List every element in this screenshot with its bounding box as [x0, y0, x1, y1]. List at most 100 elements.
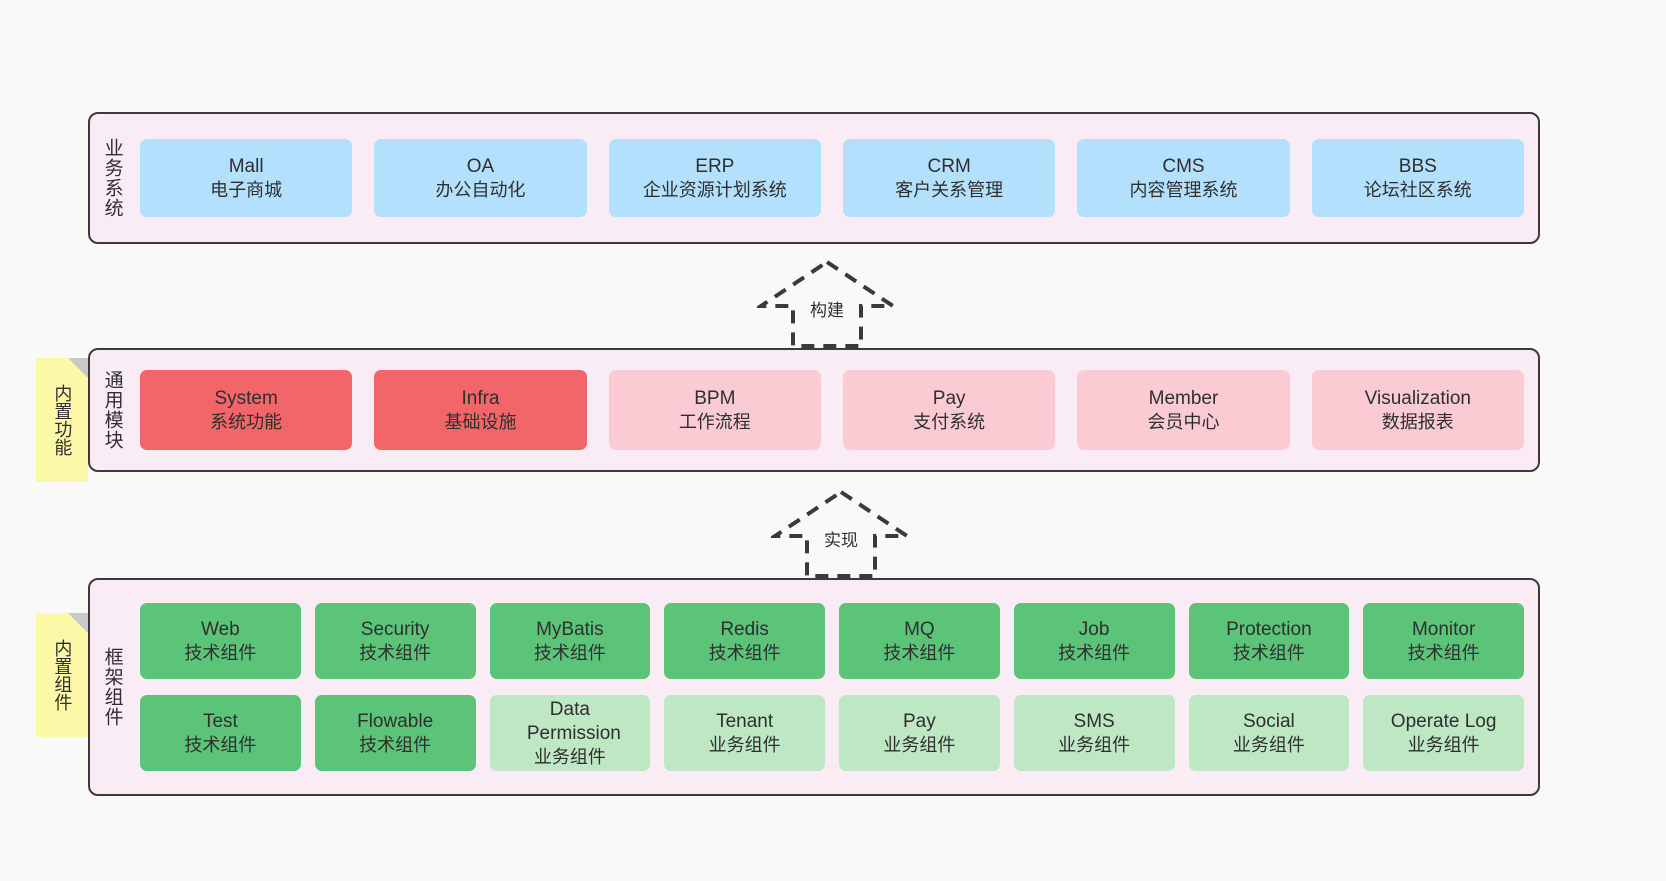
card-oa[interactable]: OA 办公自动化 [374, 139, 587, 217]
card-monitor[interactable]: Monitor 技术组件 [1363, 603, 1524, 679]
component-grid: Web 技术组件 Security 技术组件 MyBatis 技术组件 Redi… [140, 589, 1524, 785]
card-crm[interactable]: CRM 客户关系管理 [842, 139, 1056, 217]
card-title: Flowable [357, 710, 434, 732]
connector-build-label: 构建 [807, 296, 847, 321]
card-bpm[interactable]: BPM 工作流程 [608, 370, 821, 450]
card-title: Security [360, 618, 430, 640]
card-visualization[interactable]: Visualization 数据报表 [1311, 370, 1524, 450]
card-data-permission[interactable]: Data Permission 业务组件 [489, 695, 651, 771]
card-bbs[interactable]: BBS 论坛社区系统 [1311, 139, 1524, 217]
layer-body-framework-components: Web 技术组件 Security 技术组件 MyBatis 技术组件 Redi… [134, 580, 1538, 794]
card-title: Operate Log [1390, 710, 1497, 732]
card-subtitle: 系统功能 [210, 411, 283, 432]
layer-title-framework-components: 框架组件 [101, 647, 123, 727]
card-subtitle: 办公自动化 [435, 179, 526, 200]
card-title: BPM [694, 387, 736, 409]
layer-title-business-systems: 业务系统 [101, 138, 123, 218]
card-subtitle: 技术组件 [184, 642, 257, 663]
card-subtitle: 技术组件 [1407, 642, 1480, 663]
layer-body-business-systems: Mall 电子商城 OA 办公自动化 ERP 企业资源计划系统 CRM 客户关系… [134, 114, 1538, 242]
card-title: Test [202, 710, 238, 732]
card-subtitle: 工作流程 [678, 411, 751, 432]
card-subtitle: 业务组件 [1232, 734, 1305, 755]
card-title: Visualization [1364, 387, 1471, 409]
card-title: Data Permission [526, 698, 621, 744]
card-infra[interactable]: Infra 基础设施 [374, 370, 587, 450]
card-subtitle: 业务组件 [1058, 734, 1131, 755]
card-subtitle: 技术组件 [533, 642, 606, 663]
card-job[interactable]: Job 技术组件 [1013, 603, 1175, 679]
card-subtitle: 支付系统 [913, 411, 986, 432]
card-subtitle: 客户关系管理 [895, 179, 1004, 200]
card-title: CRM [927, 155, 971, 177]
card-title: MQ [904, 618, 935, 640]
card-subtitle: 电子商城 [210, 179, 283, 200]
card-erp[interactable]: ERP 企业资源计划系统 [608, 139, 821, 217]
card-title: Pay [932, 387, 966, 409]
layer-framework-components: 框架组件 Web 技术组件 Security 技术组件 MyBatis 技术组件 [88, 578, 1540, 796]
sticky-note-builtin-functions: 内置功能 [36, 358, 88, 482]
card-title: Job [1078, 618, 1110, 640]
card-subtitle: 业务组件 [1407, 734, 1480, 755]
card-subtitle: 技术组件 [359, 642, 432, 663]
connector-implement-label: 实现 [821, 526, 861, 551]
layer-common-modules: 通用模块 System 系统功能 Infra 基础设施 BPM 工作流程 Pay… [88, 348, 1540, 472]
card-mq[interactable]: MQ 技术组件 [839, 603, 1000, 679]
card-subtitle: 会员中心 [1147, 411, 1220, 432]
card-title: BBS [1398, 155, 1437, 177]
module-card-row: System 系统功能 Infra 基础设施 BPM 工作流程 Pay 支付系统… [140, 370, 1524, 450]
card-title: Redis [720, 618, 769, 640]
card-title: Tenant [716, 710, 774, 732]
card-web[interactable]: Web 技术组件 [140, 603, 301, 679]
card-test[interactable]: Test 技术组件 [140, 695, 301, 771]
card-title: Pay [903, 710, 936, 732]
card-operate-log[interactable]: Operate Log 业务组件 [1363, 695, 1524, 771]
card-pay[interactable]: Pay 支付系统 [842, 370, 1056, 450]
sticky-note-label: 内置组件 [52, 639, 73, 711]
component-row-business: Test 技术组件 Flowable 技术组件 Data Permission … [140, 695, 1524, 771]
card-title: Member [1148, 387, 1219, 409]
card-sms[interactable]: SMS 业务组件 [1013, 695, 1175, 771]
card-protection[interactable]: Protection 技术组件 [1188, 603, 1350, 679]
card-title: System [214, 387, 278, 409]
card-member[interactable]: Member 会员中心 [1077, 370, 1290, 450]
card-mybatis[interactable]: MyBatis 技术组件 [489, 603, 651, 679]
card-subtitle: 业务组件 [533, 746, 606, 767]
card-title: Social [1243, 710, 1295, 732]
card-social[interactable]: Social 业务组件 [1188, 695, 1350, 771]
card-title: Infra [461, 387, 500, 409]
layer-title-common-modules: 通用模块 [101, 370, 123, 450]
card-subtitle: 技术组件 [1232, 642, 1305, 663]
card-title: OA [466, 155, 495, 177]
connector-build: 构建 [757, 258, 897, 350]
card-pay-component[interactable]: Pay 业务组件 [839, 695, 1000, 771]
card-subtitle: 技术组件 [883, 642, 956, 663]
card-redis[interactable]: Redis 技术组件 [664, 603, 825, 679]
card-subtitle: 技术组件 [359, 734, 432, 755]
card-subtitle: 数据报表 [1381, 411, 1454, 432]
component-row-technical: Web 技术组件 Security 技术组件 MyBatis 技术组件 Redi… [140, 603, 1524, 679]
card-mall[interactable]: Mall 电子商城 [140, 139, 353, 217]
connector-implement: 实现 [771, 488, 911, 580]
card-system[interactable]: System 系统功能 [140, 370, 353, 450]
card-title: Protection [1226, 618, 1312, 640]
card-subtitle: 技术组件 [708, 642, 781, 663]
business-card-row: Mall 电子商城 OA 办公自动化 ERP 企业资源计划系统 CRM 客户关系… [140, 139, 1524, 217]
sticky-note-builtin-components: 内置组件 [36, 613, 88, 737]
card-subtitle: 论坛社区系统 [1363, 179, 1472, 200]
card-security[interactable]: Security 技术组件 [314, 603, 476, 679]
card-title: MyBatis [536, 618, 604, 640]
card-title: Monitor [1411, 618, 1476, 640]
card-tenant[interactable]: Tenant 业务组件 [664, 695, 825, 771]
card-flowable[interactable]: Flowable 技术组件 [314, 695, 476, 771]
card-title: SMS [1073, 710, 1115, 732]
card-cms[interactable]: CMS 内容管理系统 [1077, 139, 1290, 217]
layer-body-common-modules: System 系统功能 Infra 基础设施 BPM 工作流程 Pay 支付系统… [134, 350, 1538, 470]
card-title: Web [201, 618, 240, 640]
card-subtitle: 内容管理系统 [1129, 179, 1238, 200]
card-title: ERP [695, 155, 735, 177]
card-subtitle: 技术组件 [1058, 642, 1131, 663]
sticky-note-label: 内置功能 [52, 384, 73, 456]
layer-business-systems: 业务系统 Mall 电子商城 OA 办公自动化 ERP 企业资源计划系统 CRM… [88, 112, 1540, 244]
